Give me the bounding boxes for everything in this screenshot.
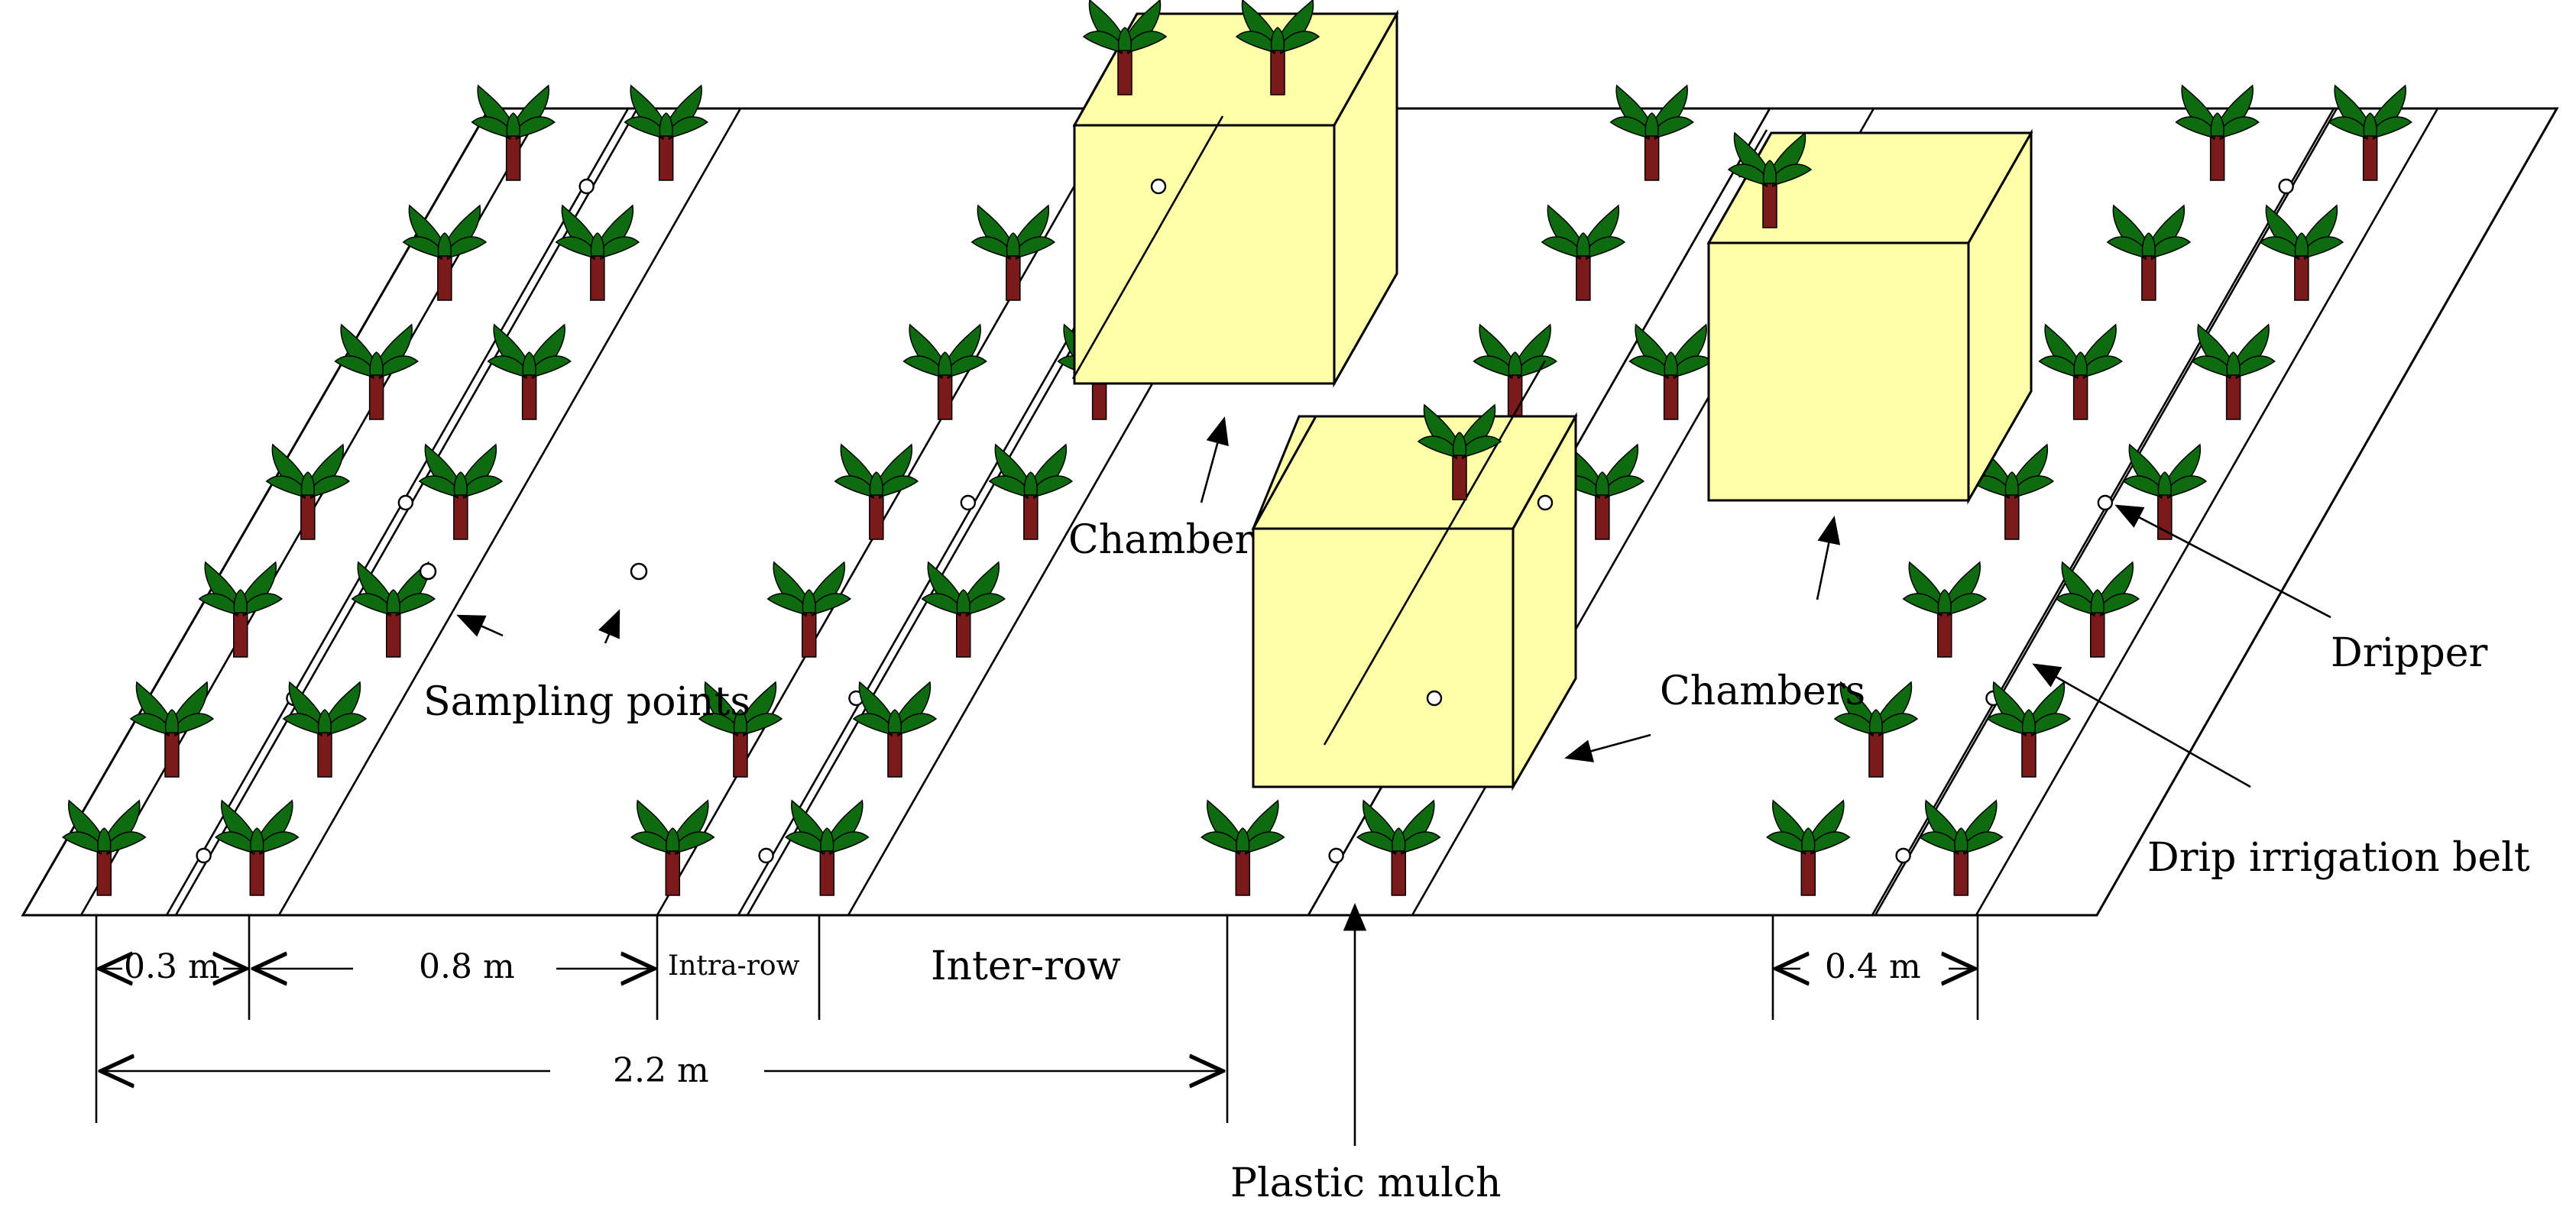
- plastic-mulch-label: Plastic mulch: [1230, 1160, 1502, 1206]
- plant-icon: [1833, 681, 1919, 778]
- pointer-arrows: [456, 416, 2331, 1146]
- row-edge-line: [1871, 108, 2335, 916]
- dripper-marker: [1895, 847, 1911, 864]
- dripper-marker: [578, 178, 595, 195]
- chamber-label: Chamber: [1068, 517, 1254, 563]
- chambers-label: Chambers: [1660, 668, 1865, 714]
- plant-icon: [785, 799, 870, 896]
- dripper-label: Dripper: [2331, 630, 2488, 676]
- dripper-marker: [2278, 178, 2294, 195]
- plant-icon: [698, 681, 783, 778]
- dripper-marker: [2097, 494, 2114, 511]
- chamber-box-2: [1251, 412, 1578, 791]
- row-edge-line: [165, 108, 630, 916]
- inter-row-label: Inter-row: [931, 943, 1121, 989]
- belt-spacing-label: 0.4 m: [1825, 947, 1921, 986]
- intra-row-label: Intra-row: [668, 950, 800, 982]
- field-plane: [21, 107, 2559, 917]
- sampling-point-marker: [419, 562, 437, 581]
- dimension-lines: [95, 915, 1979, 1123]
- plant-icon: [402, 204, 488, 301]
- plant-icon: [334, 323, 419, 420]
- belt-overlay: [1071, 115, 1768, 746]
- plant-icon: [2122, 443, 2208, 540]
- plant-icon: [624, 84, 708, 181]
- plant-icon: [902, 323, 987, 420]
- plant-icon: [852, 681, 938, 778]
- plant-icon: [2038, 323, 2123, 420]
- bed-width-label: 2.2 m: [613, 1051, 709, 1090]
- row-edge-line: [277, 108, 742, 916]
- plant-icon: [1201, 799, 1285, 896]
- plant-icon: [282, 681, 368, 778]
- dripper-marker: [960, 494, 977, 511]
- plant-icon: [921, 561, 1006, 658]
- plant-icon: [2175, 84, 2260, 181]
- plant-icon: [2191, 323, 2276, 420]
- planting-rows: [79, 108, 2439, 916]
- belt-line: [1874, 108, 2338, 916]
- plant-icon: [1356, 799, 1441, 896]
- plant-icon: [471, 84, 556, 181]
- row-edge-line: [1975, 108, 2439, 916]
- dripper-marker: [196, 847, 212, 864]
- plant-icon: [1235, 0, 1320, 95]
- plant-icon: [834, 443, 919, 540]
- plant-icon: [988, 443, 1074, 540]
- plant-icon: [265, 443, 351, 540]
- plants-front: [1082, 0, 1813, 500]
- plant-icon: [1628, 323, 1713, 420]
- row-gap-label: 0.8 m: [419, 947, 515, 986]
- plant-icon: [1919, 799, 2004, 896]
- plant-icon: [215, 799, 300, 896]
- plant-icon: [630, 799, 715, 896]
- plant-icon: [487, 323, 572, 420]
- sampling-points-label: Sampling points: [423, 679, 750, 725]
- plant-icon: [2328, 84, 2412, 181]
- plant-icon: [1727, 131, 1813, 228]
- plant-icon: [351, 561, 436, 658]
- plant-icon: [970, 204, 1056, 301]
- plant-icon: [766, 561, 851, 658]
- sampling-point-markers: [419, 562, 648, 581]
- plant-icon: [198, 561, 283, 658]
- row-edge-line: [656, 108, 1120, 916]
- plant-icon: [1417, 403, 1502, 500]
- plant-icon: [62, 799, 147, 896]
- plant-icon: [2259, 204, 2344, 301]
- plant-icon: [129, 681, 215, 778]
- plant-icon: [555, 204, 640, 301]
- plant-icon: [418, 443, 504, 540]
- sampling-point-marker: [630, 562, 648, 581]
- dripper-marker: [1328, 847, 1344, 864]
- plant-icon: [2106, 204, 2192, 301]
- plant-icon: [1766, 799, 1851, 896]
- drip-irrigation-belt-label: Drip irrigation belt: [2147, 835, 2530, 881]
- plant-icon: [1609, 84, 1694, 181]
- plant-icon: [1473, 323, 1557, 420]
- plant-icon: [1986, 681, 2072, 778]
- plant-spacing-label: 0.3 m: [124, 947, 220, 986]
- dripper-marker: [397, 494, 414, 511]
- dripper-marker: [758, 847, 774, 864]
- plant-icon: [1902, 561, 1987, 658]
- plant-icon: [2055, 561, 2140, 658]
- plant-icon: [1541, 204, 1626, 301]
- plant-icon: [1082, 0, 1168, 95]
- chamber-box-3: [1706, 128, 2033, 505]
